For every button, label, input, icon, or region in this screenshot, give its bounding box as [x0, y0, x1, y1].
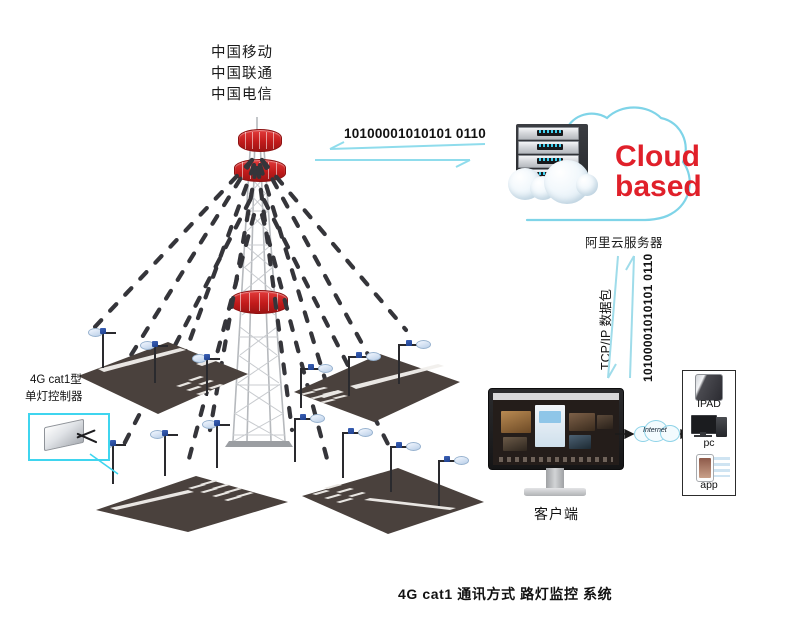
callout-leader-line — [89, 453, 119, 475]
lamp-controller-box — [396, 442, 402, 448]
lamp-controller-box — [162, 430, 168, 436]
diagram-title: 4G cat1 通讯方式 路灯监控 系统 — [398, 586, 613, 602]
carrier-china-unicom: 中国联通 — [211, 66, 273, 82]
lamp-controller-box — [100, 328, 106, 334]
cloud-graphic: Cloud based — [495, 100, 730, 235]
lamp-controller-box — [356, 352, 362, 358]
tower-platform-top — [238, 129, 282, 152]
device-ipad: IPAD — [683, 373, 735, 411]
lamp-controller-box — [204, 354, 210, 360]
lamp-pole — [390, 446, 392, 492]
road-lower-right — [294, 414, 488, 540]
lamp-pole — [102, 332, 104, 368]
device-pc: pc — [683, 413, 735, 453]
lamp-pole — [398, 344, 400, 384]
carrier-china-telecom: 中国电信 — [211, 87, 273, 103]
road-surface — [96, 476, 288, 532]
lamp-head — [318, 364, 333, 373]
lamp-head — [358, 428, 373, 437]
device-app: app — [683, 453, 735, 493]
lamp-pole — [112, 444, 114, 484]
uplink-binary-label: 10100001010101 0110 — [344, 126, 486, 141]
client-monitor: 客户端 — [488, 388, 633, 522]
lamp-pole — [216, 424, 218, 468]
lamp-controller-box — [444, 456, 450, 462]
controller-type-label: 4G cat1型 — [30, 374, 82, 386]
server-rack-icon — [508, 124, 598, 210]
lamp-arm — [342, 432, 366, 434]
lamp-arm — [294, 418, 318, 420]
lamp-pole — [294, 418, 296, 462]
cloud-title-line1: Cloud — [615, 140, 700, 173]
device-label-pc: pc — [703, 437, 715, 449]
client-device-panel: IPAD pc app — [682, 370, 736, 496]
lamp-controller-box — [406, 340, 412, 346]
carrier-china-mobile: 中国移动 — [211, 45, 273, 61]
cloud-title-line2: based — [615, 170, 702, 203]
lamp-pole — [164, 434, 166, 476]
road-upper-left — [76, 318, 251, 418]
lamp-pole — [300, 368, 302, 408]
lamp-head — [310, 414, 325, 423]
road-lower-left — [92, 420, 292, 532]
lamp-pole — [342, 432, 344, 478]
internet-label: Internet — [643, 427, 667, 434]
lamp-controller-box — [308, 364, 314, 370]
internet-cloud-icon: Internet — [632, 418, 680, 442]
lamp-controller-box — [300, 414, 306, 420]
lamp-controller-box — [348, 428, 354, 434]
lamp-controller-box — [214, 420, 220, 426]
device-label-ipad: IPAD — [697, 398, 721, 410]
lamp-pole — [438, 460, 440, 506]
lamp-pole — [206, 358, 208, 396]
controller-name-label: 单灯控制器 — [25, 391, 83, 403]
cell-tower — [205, 115, 315, 447]
lamp-controller-box — [152, 341, 158, 347]
lamp-head — [366, 352, 381, 361]
road-surface — [302, 468, 484, 534]
client-label: 客户端 — [534, 506, 579, 522]
device-label-app: app — [700, 479, 718, 491]
lamp-head — [454, 456, 469, 465]
lamp-controller-box — [110, 440, 116, 446]
lamp-head — [416, 340, 431, 349]
lamp-arm — [438, 460, 462, 462]
lamp-head — [406, 442, 421, 451]
lamp-pole — [154, 345, 156, 383]
road-upper-right — [288, 330, 463, 425]
road-surface — [294, 354, 460, 422]
lamp-pole — [348, 356, 350, 396]
uplink-arrows — [315, 141, 486, 168]
ali-cloud-server-label: 阿里云服务器 — [585, 236, 664, 250]
downlink-arrows — [607, 255, 635, 379]
controller-callout-box — [28, 413, 110, 461]
lamp-arm — [390, 446, 414, 448]
